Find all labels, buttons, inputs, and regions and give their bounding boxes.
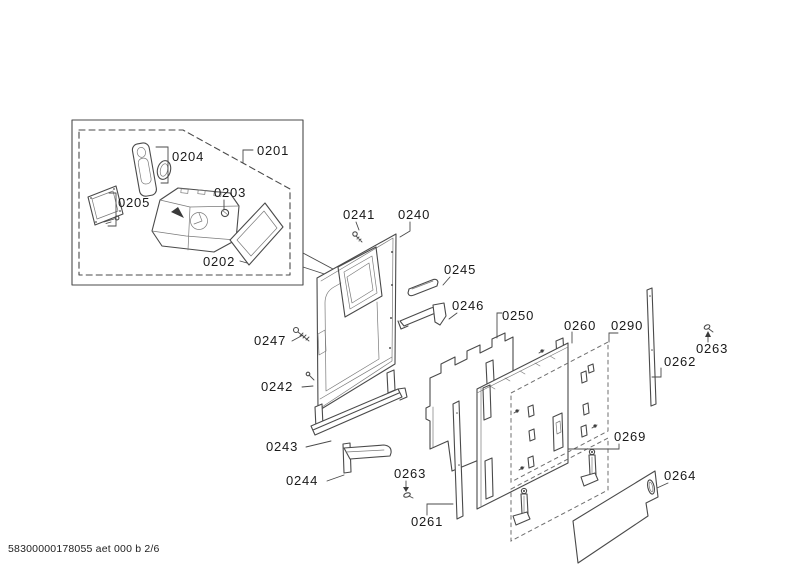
label-0202: 0202	[203, 254, 235, 269]
screw-icon	[103, 215, 120, 224]
part-0290-variant-panel-outline	[510, 341, 609, 483]
part-0269-latch-zone-outline	[510, 437, 609, 542]
label-0263-bottom: 0263	[394, 466, 426, 481]
part-door-latch	[512, 487, 531, 526]
arrow-up-icon	[705, 331, 711, 337]
door-hinge-slot	[317, 329, 327, 356]
part-0262-trim-strip	[646, 287, 657, 407]
label-0246: 0246	[452, 298, 484, 313]
part-0244-bracket	[342, 442, 392, 474]
label-0244: 0244	[286, 473, 318, 488]
label-0262: 0262	[664, 354, 696, 369]
part-0204-trim-strip	[131, 142, 172, 197]
label-0240: 0240	[398, 207, 430, 222]
part-0240-door-outer-panel	[316, 233, 397, 412]
arrow-down-icon	[403, 487, 409, 492]
part-0242-screw	[305, 371, 315, 381]
document-footer-code: 58300000178055 aet 000 b 2/6	[8, 543, 160, 555]
label-0261: 0261	[411, 514, 443, 529]
label-0260: 0260	[564, 318, 596, 333]
part-labels: 0201 0204 0205 0203 0202 0240 0241 0245 …	[107, 143, 728, 529]
label-0269: 0269	[614, 429, 646, 444]
label-0201: 0201	[257, 143, 289, 158]
part-0260-inner-panel	[476, 337, 569, 510]
part-0203-clip	[220, 208, 230, 218]
label-0247: 0247	[254, 333, 286, 348]
variant-panel-slots	[580, 363, 598, 438]
door-window-recess	[337, 246, 383, 318]
label-0204: 0204	[172, 149, 204, 164]
part-0245-lever	[407, 278, 439, 297]
label-0203: 0203	[214, 185, 246, 200]
label-0205: 0205	[118, 195, 150, 210]
part-0263-screw-bottom	[403, 480, 414, 499]
label-0245: 0245	[444, 262, 476, 277]
label-0290: 0290	[611, 318, 643, 333]
part-door-latch	[580, 448, 599, 487]
part-0264-access-panel	[572, 470, 659, 564]
part-0246-lever	[397, 302, 447, 330]
part-0263-screw-top	[703, 324, 714, 343]
part-0202-window-frame	[229, 202, 284, 266]
label-0264: 0264	[664, 468, 696, 483]
part-0243-bottom-rail	[310, 369, 408, 436]
screw-icon	[513, 349, 545, 471]
label-0263-top: 0263	[696, 341, 728, 356]
part-0247-screw	[292, 326, 310, 342]
part-0241-screw	[352, 231, 363, 243]
label-0250: 0250	[502, 308, 534, 323]
insert-arrow-icon	[171, 207, 184, 218]
detail-box-border	[71, 119, 304, 286]
label-0242: 0242	[261, 379, 293, 394]
part-0261-trim-strip	[452, 400, 464, 520]
label-0243: 0243	[266, 439, 298, 454]
label-0241: 0241	[343, 207, 375, 222]
part-0205-module-plate	[87, 185, 124, 226]
